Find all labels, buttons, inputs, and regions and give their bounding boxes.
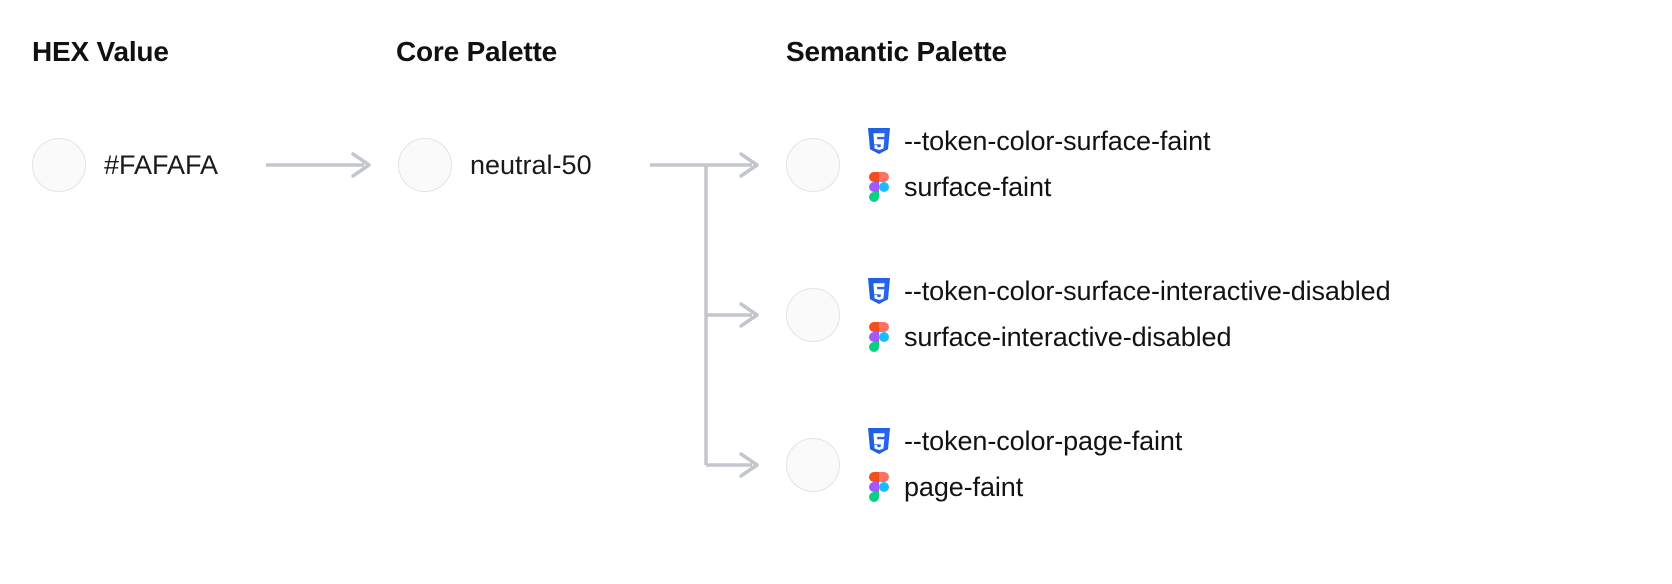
semantic-token-row: --token-color-surface-faint surface-fain… bbox=[866, 118, 1656, 210]
color-swatch-core bbox=[398, 138, 452, 192]
figma-token-name: surface-interactive-disabled bbox=[904, 321, 1232, 352]
core-palette-value-label: neutral-50 bbox=[470, 150, 592, 180]
figma-icon bbox=[866, 322, 892, 352]
css-token-line: --token-color-surface-faint bbox=[866, 118, 1656, 164]
figma-icon bbox=[866, 472, 892, 502]
css3-icon bbox=[866, 276, 892, 306]
color-swatch-semantic-0 bbox=[786, 138, 840, 192]
column-heading-hex-value: HEX Value bbox=[32, 36, 169, 67]
css3-icon bbox=[866, 126, 892, 156]
hex-value-label: #FAFAFA bbox=[104, 150, 219, 180]
column-heading-core-palette: Core Palette bbox=[396, 36, 557, 67]
figma-token-line: surface-interactive-disabled bbox=[866, 314, 1656, 360]
figma-token-line: surface-faint bbox=[866, 164, 1656, 210]
semantic-token-row: --token-color-surface-interactive-disabl… bbox=[866, 268, 1656, 360]
figma-token-name: surface-faint bbox=[904, 171, 1052, 202]
css-token-line: --token-color-surface-interactive-disabl… bbox=[866, 268, 1656, 314]
css-token-name: --token-color-page-faint bbox=[904, 425, 1183, 456]
css-token-name: --token-color-surface-interactive-disabl… bbox=[904, 275, 1391, 306]
figma-token-line: page-faint bbox=[866, 464, 1656, 510]
figma-icon bbox=[866, 172, 892, 202]
css3-icon bbox=[866, 426, 892, 456]
arrow-hex-to-core bbox=[266, 152, 371, 178]
color-swatch-semantic-1 bbox=[786, 288, 840, 342]
css-token-name: --token-color-surface-faint bbox=[904, 125, 1211, 156]
branch-connector-core-to-semantic bbox=[650, 152, 759, 478]
column-heading-semantic-palette: Semantic Palette bbox=[786, 36, 1007, 67]
figma-token-name: page-faint bbox=[904, 471, 1024, 502]
color-swatch-semantic-2 bbox=[786, 438, 840, 492]
semantic-token-row: --token-color-page-faint page-faint bbox=[866, 418, 1656, 510]
color-swatch-hex bbox=[32, 138, 86, 192]
css-token-line: --token-color-page-faint bbox=[866, 418, 1656, 464]
